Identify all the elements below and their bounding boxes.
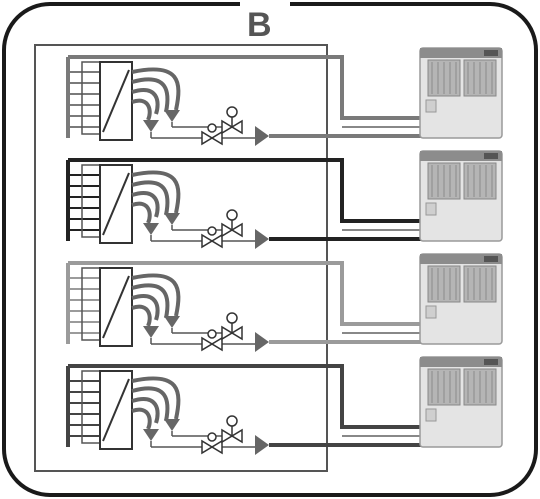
outdoor-units-layer [419,47,503,448]
outlet-arrow [255,126,269,146]
expansion-valve-triangle [143,429,159,441]
section-label-b: B [247,6,272,44]
capillary-tube [131,304,152,327]
capillary-tube [131,98,152,121]
solenoid-valve [201,130,223,146]
expansion-valve-triangle [143,120,159,132]
enclosure-panel [34,44,328,472]
unit-badge [484,359,498,365]
unit-badge [484,153,498,159]
outdoor-unit [419,150,503,242]
outlet-arrow [255,332,269,352]
capillary-tube [131,283,170,319]
valve-actuator [207,329,217,339]
unit-badge [484,50,498,56]
expansion-valve-triangle [164,110,180,122]
capillary-tube [131,376,181,420]
solenoid-valve [201,439,223,455]
valve-actuator [207,123,217,133]
expansion-valve-triangle [164,419,180,431]
heat-exchanger-diagonal [102,378,130,442]
heat-exchanger-diagonal [102,275,130,339]
valve-actuator [226,209,238,221]
suction-line [100,55,486,120]
valve-actuator [226,106,238,118]
capillary-tube [131,67,181,111]
outdoor-unit-top [420,254,502,264]
capillary-tube [131,273,181,317]
suction-line [100,158,486,223]
capillary-tube [131,201,152,224]
unit-badge [484,256,498,262]
capillary-tube [131,407,152,430]
valve-actuator [226,312,238,324]
valve-actuator [226,415,238,427]
heat-exchanger-diagonal [102,69,130,133]
outdoor-unit-top [420,48,502,58]
outdoor-unit-top [420,151,502,161]
control-panel [425,305,437,319]
outlet-arrow [255,435,269,455]
indoor-module [66,364,486,455]
valve-actuator [207,432,217,442]
indoor-module [66,261,486,352]
expansion-valve-triangle [164,316,180,328]
control-panel [425,99,437,113]
expansion-valve-triangle [164,213,180,225]
capillary-tube [131,88,160,115]
capillary-tube [131,191,160,218]
capillary-tube [131,386,170,422]
outlet-arrow [255,229,269,249]
capillary-tube [131,180,170,216]
expansion-valve-triangle [143,326,159,338]
modules-layer [66,55,486,455]
control-panel [425,408,437,422]
heat-exchanger-diagonal [102,172,130,236]
capillary-tube [131,77,170,113]
outdoor-unit [419,253,503,345]
control-panel [425,202,437,216]
expansion-valve-triangle [143,223,159,235]
capillary-tube [131,294,160,321]
capillary-tube [131,170,181,214]
indoor-module [66,55,486,146]
capillary-tube [131,397,160,424]
label-mask [240,0,290,46]
solenoid-valve [201,336,223,352]
valve-actuator [207,226,217,236]
outdoor-unit-top [420,357,502,367]
outdoor-unit [419,356,503,448]
solenoid-valve [201,233,223,249]
suction-line [100,261,486,326]
suction-line [100,364,486,429]
outdoor-unit [419,47,503,139]
